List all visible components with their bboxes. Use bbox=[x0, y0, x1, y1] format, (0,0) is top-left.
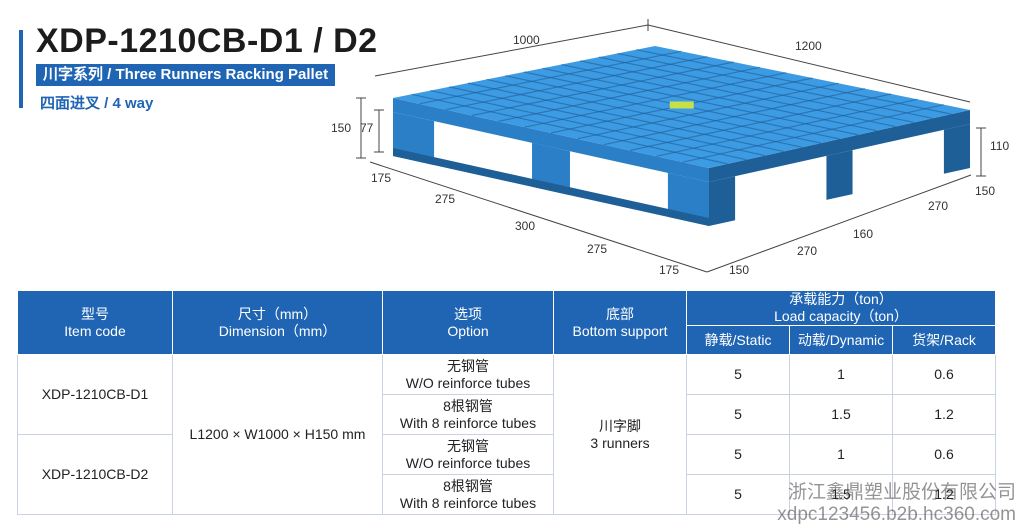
dim-left-c-label: 300 bbox=[515, 219, 535, 233]
pallet-grid-line bbox=[577, 82, 839, 140]
pallet-grid-line bbox=[603, 88, 866, 146]
rack-cell: 0.6 bbox=[892, 354, 996, 395]
item-code-cell: XDP-1210CB-D1 bbox=[17, 354, 173, 435]
pallet-diagram: 1000 1200 150 77 110 175 275 300 275 175… bbox=[331, 19, 1009, 277]
rack-cell: 1.2 bbox=[892, 394, 996, 435]
pallet-deck-right-face bbox=[709, 110, 970, 182]
table-row: XDP-1210CB-D2 无钢管 W/O reinforce tubes 5 … bbox=[17, 434, 996, 515]
pallet-grid-line bbox=[629, 93, 892, 152]
dynamic-cell: 1 bbox=[789, 434, 893, 475]
header-load-capacity: 承载能力（ton） Load capacity（ton） bbox=[686, 290, 996, 326]
dynamic-cell: 1.5 bbox=[789, 474, 893, 515]
dim-runner-height-label: 110 bbox=[990, 139, 1009, 153]
dim-width-label: 1000 bbox=[513, 33, 540, 47]
pallet-grid-line bbox=[419, 50, 682, 105]
dim-left-d-label: 275 bbox=[587, 242, 607, 256]
dim-right-d-label: 270 bbox=[797, 244, 817, 258]
option-cell: 8根钢管 With 8 reinforce tubes bbox=[382, 394, 554, 435]
table-row: XDP-1210CB-D1 L1200 × W1000 × H150 mm 无钢… bbox=[17, 354, 996, 515]
static-cell: 5 bbox=[686, 434, 790, 475]
header-dimension: 尺寸（mm） Dimension（mm） bbox=[172, 290, 383, 355]
header-static: 静载/Static bbox=[686, 325, 790, 355]
pallet-right-block bbox=[826, 150, 853, 200]
spec-table: 型号 Item code 尺寸（mm） Dimension（mm） 选项 Opt… bbox=[17, 290, 996, 515]
pallet-right-block bbox=[943, 124, 970, 174]
dim-left-e-label: 175 bbox=[659, 263, 679, 277]
series-badge: 川字系列 / Three Runners Racking Pallet bbox=[36, 64, 336, 86]
dynamic-cell: 1.5 bbox=[789, 394, 893, 435]
dim-right-e-label: 150 bbox=[729, 263, 749, 277]
header-bottom-support: 底部 Bottom support bbox=[553, 290, 687, 355]
pallet-grid-line bbox=[656, 98, 918, 157]
dim-length-label: 1200 bbox=[795, 39, 822, 53]
dim-left-a-label: 175 bbox=[371, 171, 391, 185]
option-cell: 无钢管 W/O reinforce tubes bbox=[382, 434, 554, 475]
header-option: 选项 Option bbox=[382, 290, 554, 355]
option-cell: 8根钢管 With 8 reinforce tubes bbox=[382, 474, 554, 515]
dim-left-b-label: 275 bbox=[435, 192, 455, 206]
entry-type-label: 四面进叉 / 4 way bbox=[40, 95, 154, 112]
product-title: XDP-1210CB-D1 / D2 bbox=[36, 22, 378, 60]
rack-cell: 1.2 bbox=[892, 474, 996, 515]
pallet-grid-line bbox=[682, 104, 944, 163]
pallet-right-block bbox=[709, 176, 736, 226]
dimension-lines bbox=[356, 19, 986, 273]
pallet-grid-line bbox=[498, 66, 761, 122]
table-row: 8根钢管 With 8 reinforce tubes 5 1.5 1.2 bbox=[18, 394, 996, 435]
dim-height-label: 150 bbox=[331, 121, 351, 135]
pallet-grid-line bbox=[471, 61, 734, 117]
dimension-cell: L1200 × W1000 × H150 mm bbox=[172, 354, 383, 515]
dim-entry-height-label: 77 bbox=[360, 121, 374, 135]
item-code-cell: XDP-1210CB-D2 bbox=[17, 434, 173, 515]
pallet-center-marker bbox=[669, 101, 694, 109]
header-dynamic: 动载/Dynamic bbox=[789, 325, 893, 355]
dim-right-c-label: 160 bbox=[853, 227, 873, 241]
bottom-support-cell: 川字脚 3 runners bbox=[553, 354, 687, 515]
static-cell: 5 bbox=[686, 354, 790, 395]
pallet-deck-left-face bbox=[393, 98, 709, 182]
header-rack: 货架/Rack bbox=[892, 325, 996, 355]
option-cell: 无钢管 W/O reinforce tubes bbox=[382, 354, 554, 395]
dim-right-b-label: 270 bbox=[928, 199, 948, 213]
dim-right-a-label: 150 bbox=[975, 184, 995, 198]
rack-cell: 0.6 bbox=[892, 434, 996, 475]
table-row: 8根钢管 With 8 reinforce tubes 5 1.5 1.2 bbox=[18, 474, 996, 515]
header-item-code: 型号 Item code bbox=[17, 290, 173, 355]
static-cell: 5 bbox=[686, 474, 790, 515]
title-accent-bar bbox=[19, 30, 23, 108]
static-cell: 5 bbox=[686, 394, 790, 435]
dynamic-cell: 1 bbox=[789, 354, 893, 395]
pallet-grid-line bbox=[524, 72, 787, 128]
pallet-grid-line bbox=[445, 56, 708, 111]
pallet-illustration bbox=[393, 46, 970, 226]
pallet-left-bottom-board bbox=[393, 148, 709, 226]
